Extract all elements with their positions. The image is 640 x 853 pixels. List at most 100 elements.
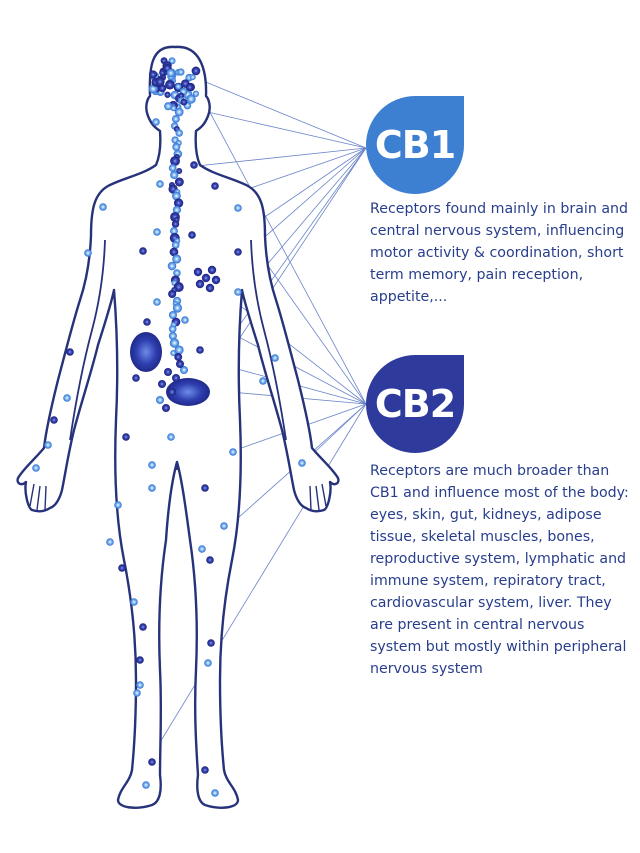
receptor-dot — [175, 129, 183, 137]
receptor-dot — [174, 107, 184, 117]
receptor-dot — [173, 198, 184, 208]
receptor-dot — [271, 354, 279, 362]
receptor-dot — [162, 404, 170, 412]
receptor-dot — [170, 156, 180, 166]
receptor-dot — [174, 177, 184, 187]
receptor-dot — [206, 556, 214, 564]
receptor-dot — [171, 241, 180, 249]
receptor-dot — [172, 254, 182, 264]
receptor-dot — [170, 170, 179, 180]
gut-organ — [166, 378, 210, 406]
receptor-dot — [148, 461, 156, 469]
receptor-dot — [168, 289, 177, 299]
receptor-dot — [298, 459, 306, 467]
receptor-dot — [164, 102, 173, 111]
receptor-dot — [173, 269, 181, 277]
receptor-dot — [155, 77, 165, 87]
receptor-dot — [172, 191, 181, 201]
arm-inner-line-left — [69, 239, 106, 441]
receptor-dot — [159, 69, 166, 76]
receptor-dot — [195, 279, 205, 289]
receptor-dot — [211, 275, 221, 285]
receptor-dot — [165, 79, 175, 90]
receptor-dot — [148, 758, 156, 766]
receptor-dot — [139, 247, 147, 255]
receptor-dot — [114, 501, 122, 509]
receptor-dot — [136, 656, 144, 664]
receptor-dot — [188, 231, 196, 239]
receptor-dot — [130, 598, 138, 606]
cb1-label: CB1 — [374, 123, 456, 167]
receptor-dot — [139, 623, 147, 631]
receptor-dot — [133, 689, 141, 697]
receptor-dot — [167, 433, 175, 441]
receptor-dot — [170, 350, 177, 356]
receptor-dot — [148, 484, 156, 492]
receptor-dot — [167, 261, 177, 271]
receptor-dot — [201, 484, 209, 492]
receptor-dot — [172, 205, 182, 215]
receptor-dot — [192, 90, 200, 97]
receptor-dot — [164, 91, 171, 98]
receptor-dot — [193, 267, 203, 277]
receptor-dot — [172, 303, 183, 313]
receptor-dot — [170, 227, 178, 235]
cb1-badge: CB1 — [366, 96, 464, 194]
cb1-description: Receptors found mainly in brain and cent… — [370, 201, 629, 305]
receptor-dot — [158, 380, 166, 388]
receptor-dot — [211, 182, 219, 190]
receptor-dot — [169, 338, 180, 348]
receptor-dot — [32, 464, 40, 472]
liver-organ — [130, 332, 162, 372]
receptor-dot — [207, 639, 215, 647]
cb2-description: Receptors are much broader than CB1 and … — [370, 463, 629, 677]
receptor-dot — [234, 204, 242, 212]
receptor-dot — [166, 68, 176, 78]
finger-lines-right — [309, 483, 327, 511]
receptor-dot — [205, 283, 215, 293]
receptor-dot — [204, 659, 212, 667]
receptor-dot — [220, 522, 228, 530]
receptor-dot — [153, 298, 161, 306]
receptor-dot — [201, 766, 209, 774]
receptor-dot — [118, 564, 126, 572]
finger-lines-left — [29, 483, 47, 511]
connector-line — [197, 89, 367, 405]
receptor-dot — [136, 681, 144, 689]
receptor-dot — [164, 368, 172, 376]
cb2-label: CB2 — [374, 382, 456, 426]
receptor-dot — [185, 83, 194, 92]
receptor-dot — [229, 448, 237, 456]
receptor-dot — [132, 374, 140, 382]
receptor-dot — [174, 353, 183, 361]
connector-line — [195, 77, 367, 149]
cb2-badge: CB2 — [366, 355, 464, 453]
receptor-dot — [207, 265, 217, 275]
receptor-dot — [171, 220, 180, 228]
receptor-dot — [234, 248, 242, 256]
receptor-dot — [180, 98, 188, 106]
connector-line — [147, 403, 367, 763]
receptor-dot — [168, 331, 177, 341]
receptor-dot — [174, 345, 184, 355]
receptor-dot — [168, 325, 177, 333]
receptor-dot — [63, 394, 71, 402]
receptor-dot — [106, 538, 114, 546]
receptor-dot — [172, 143, 181, 151]
receptor-dot — [211, 789, 219, 797]
receptor-dot — [191, 66, 201, 76]
receptor-dot — [168, 310, 178, 320]
receptor-dot — [122, 433, 130, 441]
receptor-dot — [234, 288, 242, 296]
receptor-dot — [201, 273, 211, 283]
receptor-dot — [176, 360, 184, 368]
receptor-dot — [186, 94, 196, 104]
receptor-dot — [189, 74, 196, 81]
receptor-dot — [168, 388, 176, 396]
connector-line — [177, 147, 367, 169]
receptor-dot — [152, 118, 160, 126]
receptor-dot — [259, 377, 267, 385]
receptor-dot — [153, 228, 161, 236]
receptor-dot — [178, 92, 185, 99]
